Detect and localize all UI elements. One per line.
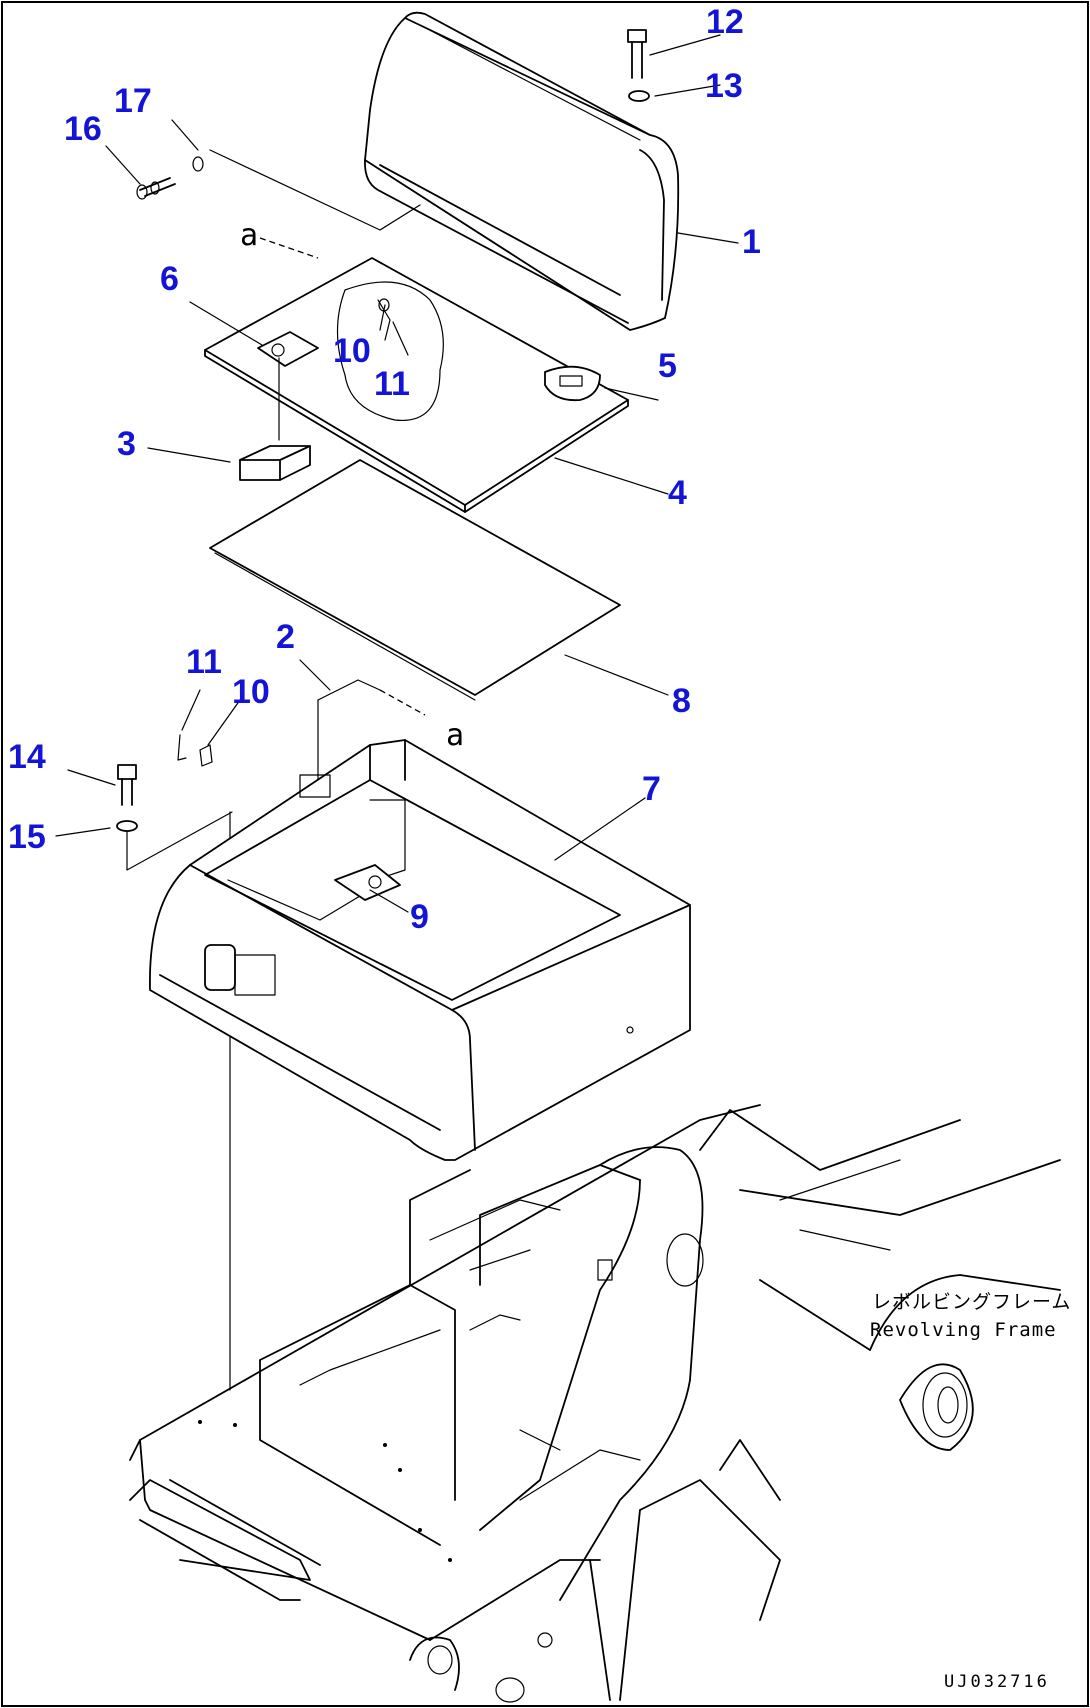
callout-8: 8 bbox=[672, 682, 691, 720]
callout-7: 7 bbox=[642, 770, 661, 808]
washer-13 bbox=[628, 90, 650, 102]
box-front-latch bbox=[204, 944, 276, 996]
drawing-id: UJ032716 bbox=[944, 1672, 1050, 1692]
callout-6: 6 bbox=[160, 260, 179, 298]
callout-16: 16 bbox=[64, 110, 102, 148]
latch-9 bbox=[334, 864, 401, 901]
callout-4: 4 bbox=[668, 474, 687, 512]
seat-back-cushion bbox=[364, 11, 680, 331]
nut-16 bbox=[136, 177, 176, 200]
guide-line-15 bbox=[126, 811, 233, 871]
detail-circle bbox=[336, 281, 444, 421]
washer-15 bbox=[116, 820, 138, 832]
revolving-frame bbox=[129, 1104, 1061, 1703]
bolt-12 bbox=[627, 29, 647, 79]
clip-11-top bbox=[377, 299, 391, 341]
callout-11-top: 11 bbox=[374, 365, 410, 403]
callout-3: 3 bbox=[117, 425, 136, 463]
callouts: 1 2 3 4 5 6 7 8 9 10 10 11 11 12 13 14 1… bbox=[8, 3, 761, 936]
bracket-6 bbox=[257, 331, 319, 367]
ref-arrow-a-mid bbox=[379, 689, 426, 716]
callout-1: 1 bbox=[742, 223, 761, 261]
pad-3 bbox=[239, 445, 311, 481]
clip-11-mid bbox=[177, 734, 187, 761]
callout-12: 12 bbox=[706, 3, 744, 41]
frame-label-english: Revolving Frame bbox=[870, 1319, 1057, 1341]
hinge-slot bbox=[299, 774, 331, 798]
callout-11-mid: 11 bbox=[186, 643, 222, 681]
callout-5: 5 bbox=[658, 347, 677, 385]
frame-label-japanese: レボルビングフレーム bbox=[872, 1291, 1071, 1313]
callout-17: 17 bbox=[114, 82, 152, 120]
leader-lines bbox=[55, 34, 739, 913]
bolt-14 bbox=[117, 764, 137, 806]
callout-10-mid: 10 bbox=[232, 673, 270, 711]
callout-13: 13 bbox=[705, 67, 743, 105]
callout-2: 2 bbox=[276, 618, 295, 656]
frame-bolt-holes bbox=[198, 1420, 452, 1562]
ref-mark-a-top: a bbox=[240, 218, 258, 253]
grommet-10-mid bbox=[199, 744, 213, 767]
washer-17 bbox=[192, 156, 204, 172]
storage-box-7 bbox=[149, 739, 691, 1161]
guide-line-17 bbox=[209, 149, 421, 231]
callout-15: 15 bbox=[8, 818, 46, 856]
seat-board bbox=[204, 257, 629, 513]
callout-9: 9 bbox=[410, 898, 429, 936]
latch-5 bbox=[544, 365, 601, 402]
ref-arrow-a-top bbox=[259, 237, 319, 259]
hinge-part-2 bbox=[317, 679, 381, 701]
mat-8 bbox=[209, 459, 621, 701]
ref-mark-a-mid: a bbox=[446, 718, 464, 753]
callout-10-top: 10 bbox=[333, 332, 371, 370]
callout-14: 14 bbox=[8, 738, 46, 776]
